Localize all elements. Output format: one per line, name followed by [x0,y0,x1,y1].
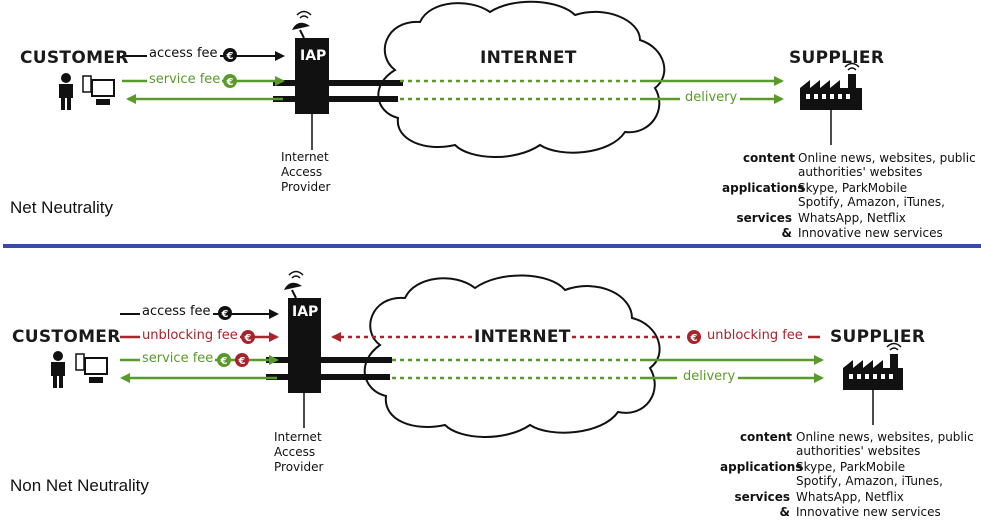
euro-coin-icon: € [218,306,232,320]
offer-key-content: content [739,430,792,444]
customer-label: CUSTOMER [12,327,121,347]
delivery-label: delivery [681,369,738,384]
offer-val-services: WhatsApp, Netflix [796,490,904,504]
internet-label: INTERNET [474,327,571,347]
offer-val-applications: Skype, ParkMobile Spotify, Amazon, iTune… [796,460,943,488]
offer-key-services: services [736,211,792,225]
euro-coin-icon: € [217,353,231,367]
computer-icon [82,75,115,105]
cloud-icon [377,0,666,158]
factory-icon [843,342,903,425]
iap-caption: Internet Access Provider [281,150,331,194]
access-fee-label: access fee [147,46,220,61]
satellite-dish-icon [284,270,304,299]
iap-label: IAP [300,48,327,64]
panel-title: Net Neutrality [10,198,113,217]
internet-label: INTERNET [480,48,577,68]
offer-val-content: Online news, websites, public authoritie… [796,430,974,458]
svg-text:€: € [244,333,252,344]
offer-key-amp: & [779,505,790,519]
offer-val-services: WhatsApp, Netflix [798,211,906,225]
offer-val-amp: Innovative new services [798,226,943,240]
offer-val-applications: Skype, ParkMobile Spotify, Amazon, iTune… [798,181,945,209]
delivery-label: delivery [683,90,740,105]
svg-text:€: € [690,333,698,344]
cloud-icon [363,274,661,438]
offer-val-content: Online news, websites, public authoritie… [798,151,976,179]
panel-title: Non Net Neutrality [10,476,149,495]
supplier-unblocking-fee-label: unblocking fee [705,328,805,343]
factory-icon [800,62,862,145]
service-fee-label: service fee [140,351,216,366]
person-icon [59,73,73,110]
person-icon [51,351,65,388]
offer-key-applications: applications [720,460,803,474]
offer-key-amp: & [781,226,792,240]
offer-val-amp: Innovative new services [796,505,941,519]
offer-key-applications: applications [722,181,805,195]
unblocking-fee-label: unblocking fee [140,328,240,343]
supplier-label: SUPPLIER [789,48,885,68]
svg-text:€: € [226,51,234,62]
offer-key-content: content [742,151,795,165]
euro-coin-icon: € [235,353,249,367]
customer-label: CUSTOMER [20,48,129,68]
computer-icon [75,353,108,383]
supplier-label: SUPPLIER [830,327,926,347]
iap-caption: Internet Access Provider [274,430,324,474]
svg-text:€: € [238,356,246,367]
euro-coin-icon: € [223,74,237,88]
svg-text:€: € [226,77,234,88]
euro-coin-icon: € [241,330,255,344]
iap-label: IAP [292,304,319,320]
offer-key-services: services [734,490,790,504]
service-fee-label: service fee [147,72,223,87]
euro-coin-icon: € [223,48,237,62]
svg-text:€: € [220,356,228,367]
panel-divider [3,244,981,248]
satellite-dish-icon [292,10,312,39]
euro-coin-icon: € [687,330,701,344]
svg-text:€: € [221,309,229,320]
access-fee-label: access fee [140,304,213,319]
